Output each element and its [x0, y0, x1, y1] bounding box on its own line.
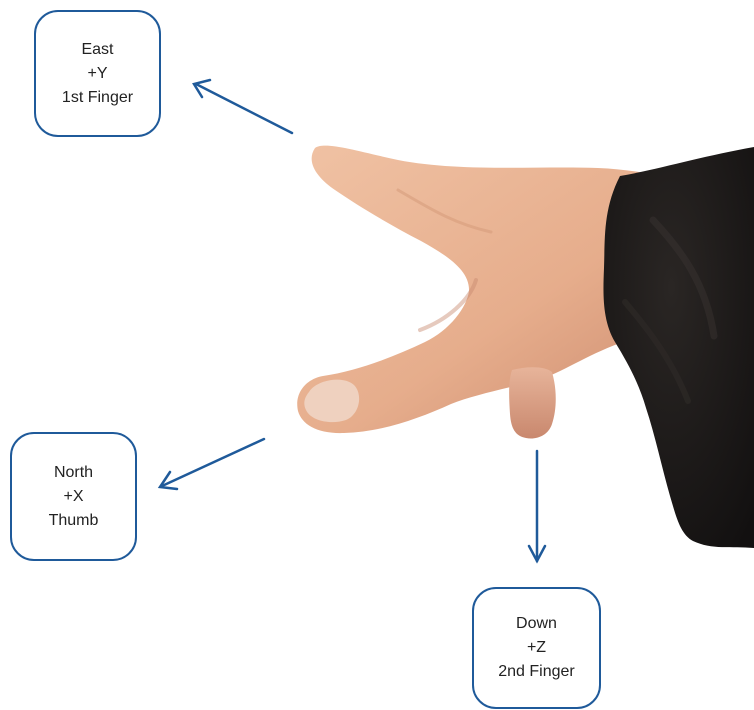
east-finger-label: 1st Finger: [62, 86, 133, 110]
east-axis-label-box: East +Y 1st Finger: [34, 10, 161, 137]
north-arrow: [160, 439, 264, 489]
sleeve-shape: [603, 147, 754, 548]
down-direction-label: Down: [516, 612, 557, 636]
north-finger-label: Thumb: [49, 509, 99, 533]
down-axis-label-box: Down +Z 2nd Finger: [472, 587, 601, 709]
north-axis-label-box: North +X Thumb: [10, 432, 137, 561]
second-finger-shape: [509, 367, 556, 438]
down-finger-label: 2nd Finger: [498, 660, 575, 684]
down-arrow: [529, 451, 545, 561]
east-direction-label: East: [81, 38, 113, 62]
east-arrow: [194, 80, 292, 133]
down-axis-label: +Z: [527, 636, 546, 660]
north-direction-label: North: [54, 461, 93, 485]
north-axis-label: +X: [63, 485, 83, 509]
east-axis-label: +Y: [87, 62, 107, 86]
